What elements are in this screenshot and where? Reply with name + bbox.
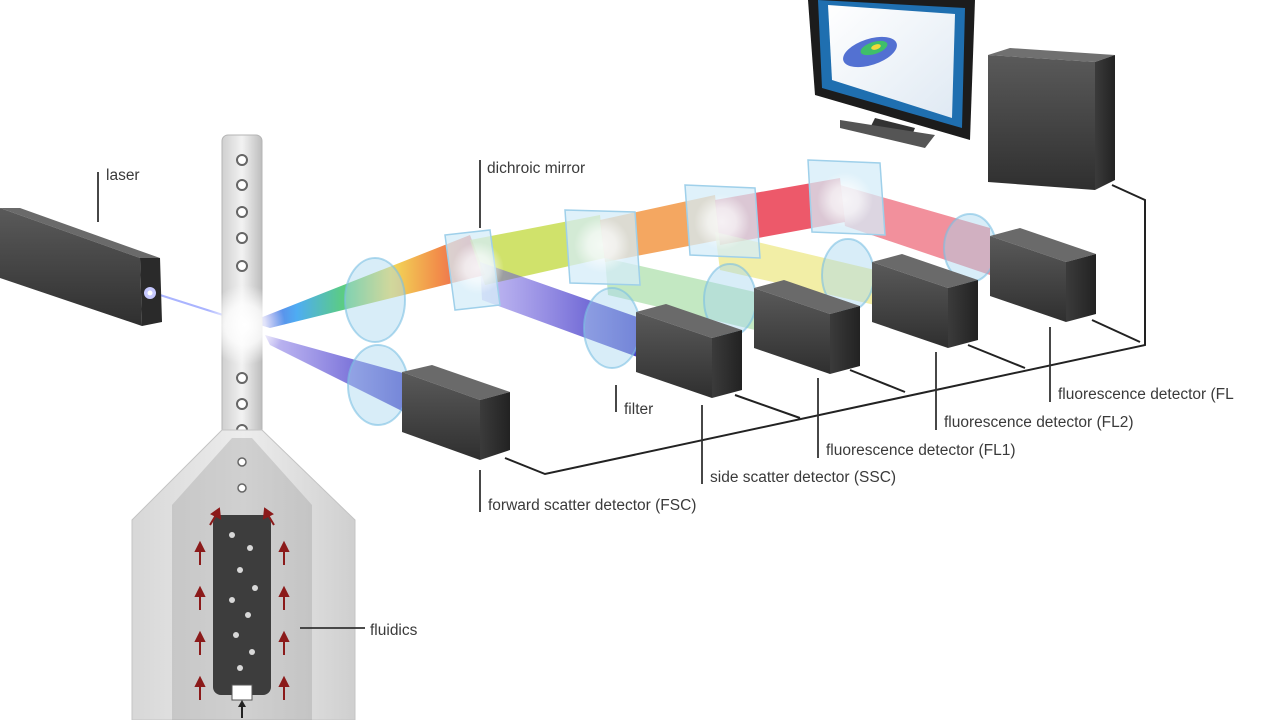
monitor (808, 0, 975, 148)
label-fluidics: fluidics (370, 622, 418, 639)
scatter-plot-icon (843, 36, 897, 68)
fluidics-chamber (131, 429, 356, 720)
flow-cell (205, 134, 285, 436)
signal-cables (504, 184, 1146, 476)
fl1-detector (754, 280, 860, 374)
computer-tower (988, 48, 1115, 190)
ssc-detector (636, 304, 742, 398)
label-filter: filter (624, 401, 653, 418)
leader-lines (97, 160, 1051, 629)
laser-unit (0, 208, 162, 326)
label-fl3: fluorescence detector (FL (1058, 386, 1234, 403)
sheath-flow-arrows (194, 507, 290, 700)
label-fl2: fluorescence detector (FL2) (944, 414, 1134, 431)
collection-lens-icon (344, 257, 406, 343)
fl3-detector (990, 228, 1096, 322)
filter-lens-icon (583, 287, 641, 369)
label-dichroic-mirror: dichroic mirror (487, 160, 585, 177)
label-fl1: fluorescence detector (FL1) (826, 442, 1016, 459)
fsc-detector (402, 365, 510, 460)
lenses (344, 213, 997, 426)
label-fsc: forward scatter detector (FSC) (488, 497, 696, 514)
fl2-detector (872, 254, 978, 348)
fsc-lens-icon (347, 344, 409, 426)
dichroic-mirrors (444, 159, 886, 311)
labels: laser dichroic mirror filter forward sca… (106, 160, 1234, 639)
label-ssc: side scatter detector (SSC) (710, 469, 896, 486)
label-laser: laser (106, 167, 140, 184)
